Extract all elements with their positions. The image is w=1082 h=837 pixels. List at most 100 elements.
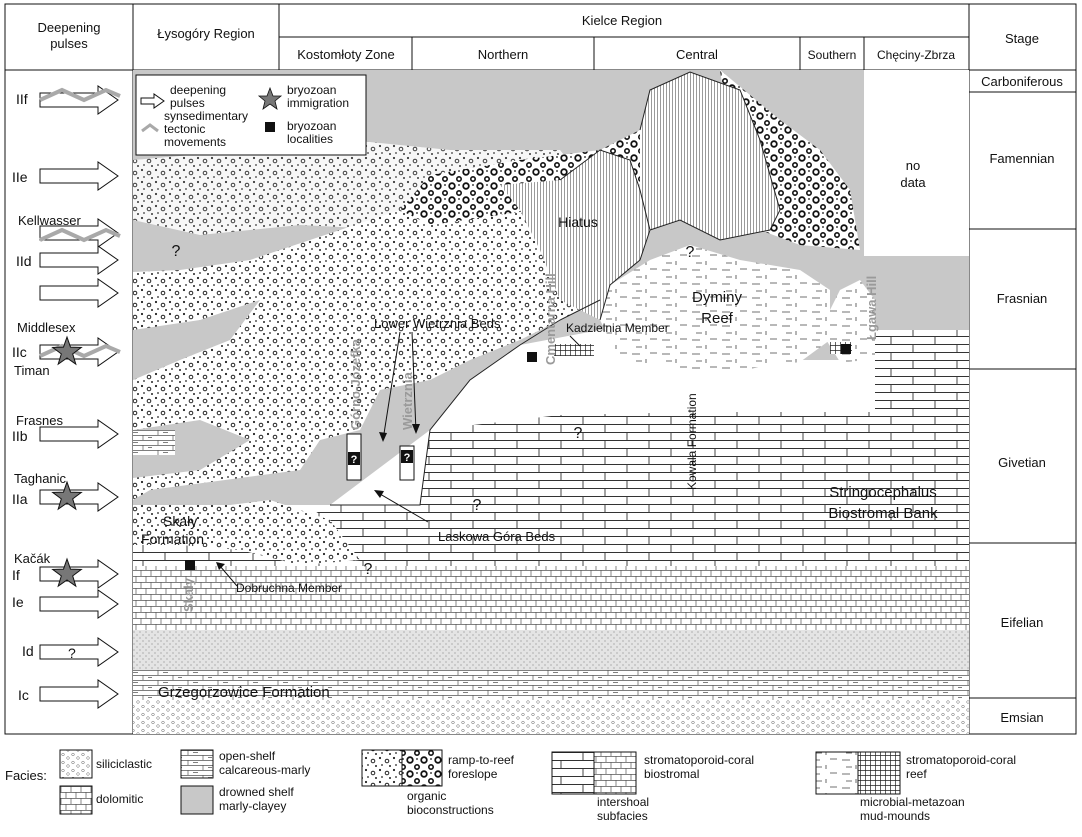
- facies-siliciclastic-mid: [133, 630, 969, 670]
- outline-ramp: [330, 299, 601, 506]
- facies-swatch-intershoal: [551, 751, 595, 795]
- label-no-data-1: no: [906, 158, 920, 173]
- pulse-label: If: [12, 567, 20, 583]
- pulse-arrow: [39, 419, 119, 449]
- facies-lgawa-reef: [820, 280, 875, 362]
- facies-swatch-siliciclastic: [59, 749, 93, 779]
- facies-dyminy-reef: [600, 245, 830, 370]
- pulse-label: Frasnes: [16, 413, 63, 428]
- pulse-label: Kellwasser: [18, 213, 82, 228]
- facies-ramp-1: ramp-to-reef: [448, 753, 515, 767]
- pulse-arrow: [39, 679, 119, 709]
- facies-drowned-2: marly-clayey: [219, 799, 286, 813]
- facies-ramp-foreslope: [133, 200, 620, 500]
- label-lower-wietrznia: Lower Wietrznia Beds: [374, 316, 501, 331]
- outline-central-peak: [639, 71, 781, 241]
- legend-tectonic-2: tectonic: [164, 122, 205, 136]
- facies-open-shelf-2: calcareous-marly: [219, 763, 310, 777]
- facies-hiatus: [500, 150, 650, 320]
- bryozoan-locality-skaly: [185, 560, 195, 570]
- legend-immigration-2: immigration: [287, 96, 349, 110]
- legend-localities-1: bryozoan: [287, 119, 336, 133]
- pulse-arrow: [39, 218, 119, 248]
- facies-legend: Facies: siliciclastic dolomitic open-she…: [5, 749, 1016, 823]
- legend-inset: deepening pulses synsedimentary tectonic…: [135, 74, 367, 156]
- facies-swatch-reef: [857, 751, 901, 795]
- header-deepening-l1: Deepening: [38, 20, 101, 35]
- stage-separators: [864, 91, 1076, 699]
- facies-reef-1: stromatoporoid-coral: [906, 753, 1016, 767]
- label-stringo-2: Biostromal Bank: [828, 505, 938, 522]
- legend-tectonic-icon: [141, 123, 159, 133]
- facies-swatch-biostromal: [593, 751, 637, 795]
- outline-hiatus: [559, 149, 651, 321]
- header-northern: Northern: [478, 47, 529, 62]
- label-dobruchna: Dobruchna Member: [236, 581, 342, 595]
- facies-swatch-open-shelf: [180, 749, 214, 779]
- stage-frasnian: Frasnian: [997, 291, 1048, 306]
- qmark-central: ?: [686, 244, 695, 261]
- label-skaly-f1: Skały: [163, 513, 197, 529]
- facies-no-data: [864, 70, 969, 256]
- pulse-label: IIb: [12, 428, 28, 444]
- pulse-arrow: [39, 637, 119, 667]
- pulse-arrow: [39, 278, 119, 308]
- header-southern: Southern: [808, 48, 857, 62]
- qbox-wietrznia: [401, 450, 413, 463]
- label-kadzielnia: Kadzielnia Member: [566, 321, 669, 335]
- qmark-lysogory: ?: [172, 243, 181, 260]
- label-kowala: Kowala Formation: [685, 393, 699, 490]
- label-gorno: Górno-Józefka: [348, 338, 363, 430]
- pulse-label: Id: [22, 643, 34, 659]
- qbox-gorno: [348, 452, 360, 465]
- pulse-label: Middlesex: [17, 320, 76, 335]
- pulse-arrow: [39, 589, 119, 619]
- facies-panel: [133, 70, 969, 734]
- label-no-data-2: data: [900, 175, 926, 190]
- qmark-kowala: ?: [574, 425, 583, 442]
- label-skaly-v: Skały: [181, 577, 196, 612]
- label-wietrznia-v: Wietrznia: [400, 372, 415, 430]
- pulse-label: IId: [16, 253, 32, 269]
- label-laskowa: Laskowa Góra Beds: [438, 529, 556, 544]
- header-lysogory: Łysogóry Region: [157, 26, 255, 41]
- pulse-label: IIf: [16, 91, 28, 107]
- bryozoan-immigration-star: [51, 557, 83, 588]
- facies-siliciclastic-basal: [133, 700, 969, 734]
- facies-biostromal-2: biostromal: [644, 767, 699, 781]
- label-grzegorzowice: Grzegorzowice Formation: [158, 684, 330, 701]
- header-central: Central: [676, 47, 718, 62]
- stage-famennian: Famennian: [989, 151, 1054, 166]
- facies-swatch-mud: [815, 751, 859, 795]
- facies-swatch-drowned: [180, 785, 214, 815]
- qbox-gorno-q: ?: [351, 454, 358, 466]
- header-stage: Stage: [1005, 31, 1039, 46]
- facies-ramp-lower: [133, 500, 360, 565]
- facies-marly-grzegorzowice: [133, 670, 969, 700]
- facies-open-shelf-1: open-shelf: [219, 749, 276, 763]
- facies-reef-2: reef: [906, 767, 927, 781]
- facies-title: Facies:: [5, 768, 47, 783]
- legend-immigration-1: bryozoan: [287, 83, 336, 97]
- label-hiatus: Hiatus: [558, 214, 598, 230]
- stage-carboniferous: Carboniferous: [981, 74, 1063, 89]
- header-kostomloty: Kostomłoty Zone: [297, 47, 395, 62]
- header-kielce: Kielce Region: [582, 13, 662, 28]
- label-stringo-1: Stringocephalus: [829, 484, 937, 501]
- tectonic-movement-icon: [39, 227, 121, 243]
- pulse-label: Ie: [12, 594, 24, 610]
- bryozoan-immigration-star: [51, 480, 83, 511]
- facies-drowned-1: drowned shelf: [219, 785, 294, 799]
- legend-locality-icon: [265, 122, 275, 132]
- qbox-wietrznia-q: ?: [404, 452, 411, 464]
- label-dyminy-2: Reef: [701, 310, 734, 327]
- label-cmentarna: Cmentarna Hill: [543, 273, 558, 365]
- facies-grid-cmentarna: [554, 344, 594, 356]
- facies-central-peak: [640, 72, 780, 240]
- pulse-arrow: [39, 245, 119, 275]
- facies-mud-1: microbial-metazoan: [860, 795, 965, 809]
- facies-ramp-2: foreslope: [448, 767, 498, 781]
- facies-swatch-organic: [401, 749, 443, 787]
- arrow-heads: [216, 424, 420, 570]
